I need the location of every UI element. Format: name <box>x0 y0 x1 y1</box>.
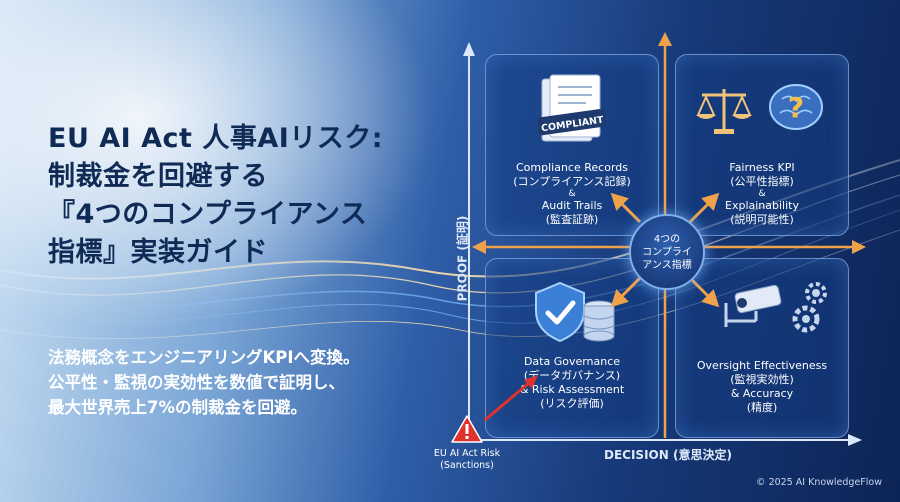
center-line: アンス指標 <box>642 259 692 271</box>
subtitle-line: 公平性・監視の実効性を数値で証明し、 <box>48 373 345 392</box>
label-line: (監査証跡) <box>545 213 599 226</box>
subtitle-line: 法務概念をエンジニアリングKPIへ変換。 <box>48 348 360 367</box>
camera-icon <box>724 284 782 327</box>
quadrant-label: Data Governance (データガバナンス) & Risk Assess… <box>486 355 658 411</box>
title-line: 『4つのコンプライアンス <box>48 199 368 230</box>
label-line: Data Governance <box>523 355 621 368</box>
center-line: 4つの <box>653 233 681 245</box>
gear-icon <box>792 282 827 333</box>
label-line: Audit Trails <box>541 199 603 212</box>
label-line: & <box>568 189 576 199</box>
page-subtitle: 法務概念をエンジニアリングKPIへ変換。 公平性・監視の実効性を数値で証明し、 … <box>48 345 468 420</box>
label-line: & <box>758 189 766 199</box>
label-line: (リスク評価) <box>540 397 604 410</box>
center-hub-label: 4つの コンプライ アンス指標 <box>629 214 705 290</box>
risk-label: EU AI Act Risk (Sanctions) <box>412 448 522 472</box>
quadrant-label: Oversight Effectiveness (監視実効性) & Accura… <box>676 359 848 415</box>
center-line: コンプライ <box>642 246 692 258</box>
label-line: (データガバナンス) <box>523 369 621 382</box>
label-line: (コンプライアンス記録) <box>513 175 631 188</box>
title-line: 指標』実装ガイド <box>48 237 268 268</box>
title-line: 制裁金を回避する <box>48 161 268 192</box>
title-line: EU AI Act 人事AIリスク: <box>48 123 384 154</box>
label-line: (精度) <box>746 401 778 414</box>
risk-line: EU AI Act Risk <box>433 448 501 459</box>
label-line: Explainability <box>725 199 799 212</box>
risk-line: (Sanctions) <box>440 460 494 471</box>
label-line: Compliance Records <box>516 161 628 174</box>
quadrant-oversight-effectiveness: Oversight Effectiveness (監視実効性) & Accura… <box>675 258 849 438</box>
copyright: © 2025 AI KnowledgeFlow <box>756 477 882 488</box>
quadrant-label: Fairness KPI (公平性指標) & Explainability (説… <box>676 161 848 227</box>
quadrant-label: Compliance Records (コンプライアンス記録) & Audit … <box>486 161 658 227</box>
brain-question-icon: ? <box>769 84 823 130</box>
database-icon <box>583 300 615 342</box>
document-compliant-icon: COMPLIANT <box>537 74 607 142</box>
label-line: (公平性指標) <box>730 175 794 188</box>
subtitle-line: 最大世界売上7%の制裁金を回避。 <box>48 398 308 417</box>
x-axis-label: DECISION (意思決定) <box>604 448 732 462</box>
label-line: & Accuracy <box>730 387 794 400</box>
quadrant-compliance-records: COMPLIANT Compliance Records (コンプライアンス記録… <box>485 54 659 236</box>
scales-icon <box>696 89 752 134</box>
label-line: (説明可能性) <box>730 213 794 226</box>
label-line: (監視実効性) <box>730 373 794 386</box>
label-line: Fairness KPI <box>729 161 795 174</box>
label-line: & Risk Assessment <box>519 383 625 396</box>
page-title: EU AI Act 人事AIリスク: 制裁金を回避する 『4つのコンプライアンス… <box>48 120 448 272</box>
label-line: Oversight Effectiveness <box>696 359 828 372</box>
warning-icon <box>451 415 483 443</box>
quadrant-fairness-kpi: ? Fairness KPI (公平性指標) & Explainability … <box>675 54 849 236</box>
svg-text:?: ? <box>788 91 804 124</box>
